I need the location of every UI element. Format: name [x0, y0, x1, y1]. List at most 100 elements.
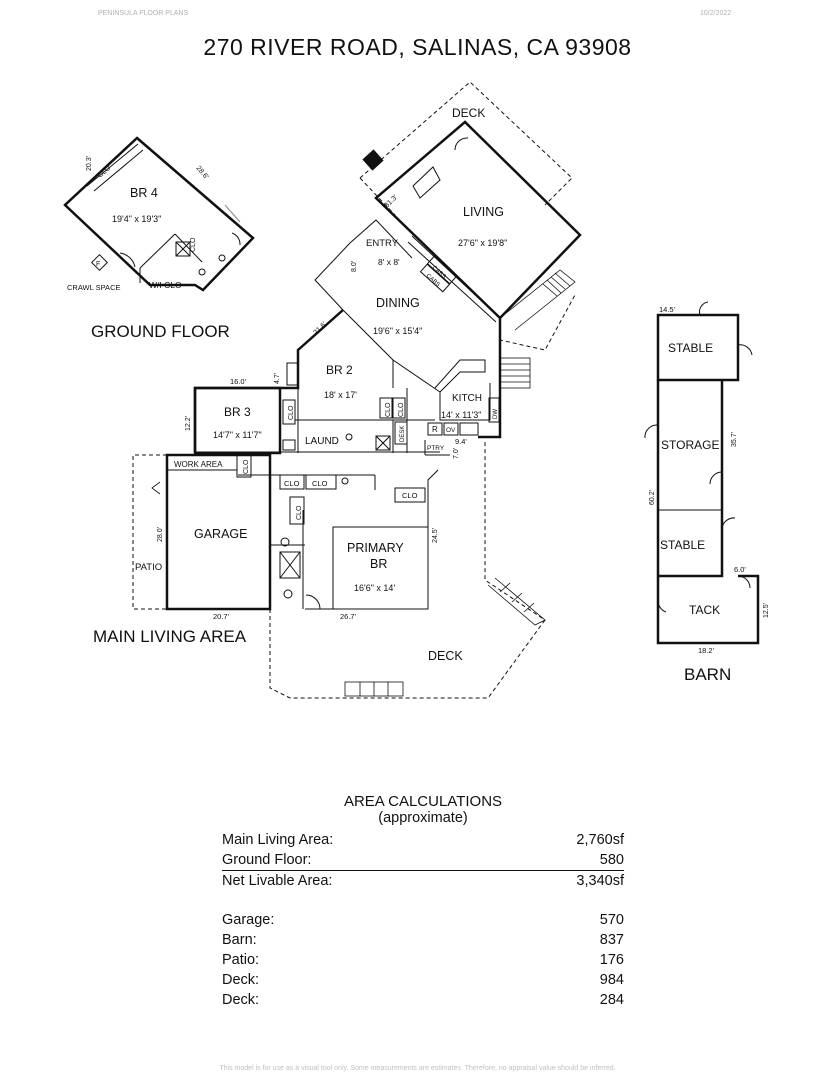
area-row-garage: Garage: 570: [222, 910, 624, 930]
floor-plan-drawing: BR 4 19'4" x 19'3" CLO CLO W/I CLO CRAWL…: [63, 81, 770, 699]
kitchen-dims: 14' x 11'3": [441, 410, 482, 420]
work-area-label: WORK AREA: [174, 460, 223, 469]
br3-dims: 14'7" x 11'7": [213, 430, 262, 440]
dining-label: DINING: [376, 296, 420, 310]
hall-clo3-label: CLO: [402, 491, 418, 500]
stable2-label: STABLE: [660, 538, 705, 552]
living-dims: 27'6" x 19'8": [458, 238, 507, 248]
wi-clo-label: W/I CLO: [149, 280, 182, 290]
dim-16-0: 16.0': [230, 377, 247, 386]
dim-60-2: 60.2': [649, 490, 656, 505]
dim-12-2: 12.2': [185, 416, 192, 431]
dim-14-5: 14.5': [659, 305, 676, 314]
area-row-patio: Patio: 176: [222, 950, 624, 970]
primary-dims: 16'6" x 14': [354, 583, 395, 593]
br2-label: BR 2: [326, 363, 353, 377]
crawl-space-label: CRAWL SPACE: [67, 283, 120, 292]
dim-18-2: 18.2': [698, 646, 715, 655]
area-value: 570: [599, 912, 624, 928]
dim-7-0: 7.0': [453, 448, 460, 459]
area-row-barn: Barn: 837: [222, 930, 624, 950]
range-label: R: [432, 425, 438, 434]
area-label: Net Livable Area:: [222, 873, 333, 889]
laundry-label: LAUND: [305, 436, 339, 447]
upper-deck-label: DECK: [452, 106, 485, 120]
area-label: Barn:: [222, 932, 257, 948]
stable1-label: STABLE: [668, 341, 713, 355]
patio-label: PATIO: [135, 562, 162, 573]
hall-clo1-label: CLO: [284, 479, 300, 488]
dim-6-0: 6.0': [734, 565, 746, 574]
primary-label: PRIMARY: [347, 541, 404, 555]
plan-date: 10/2/2022: [700, 10, 732, 17]
br4-clo2-label: CLO: [190, 237, 197, 252]
barn-label: BARN: [684, 665, 731, 684]
area-label: Patio:: [222, 952, 260, 968]
ground-floor-label: GROUND FLOOR: [91, 322, 230, 341]
pantry-label: PTRY: [427, 445, 445, 452]
property-address-title: 270 RIVER ROAD, SALINAS, CA 93908: [203, 34, 632, 60]
area-value: 984: [599, 972, 624, 988]
area-label: Deck:: [222, 972, 260, 988]
primary-br-label: BR: [370, 557, 387, 571]
area-calculations-title: AREA CALCULATIONS: [343, 793, 503, 810]
dim-4-7: 4.7': [274, 373, 281, 384]
ground-floor-outline: [63, 136, 255, 292]
dim-28-6: 28.6': [194, 165, 209, 181]
area-calculations-subtitle: (approximate): [378, 810, 468, 826]
oven-label: OV: [446, 427, 456, 434]
lower-deck-label: DECK: [428, 649, 463, 663]
dim-8-0: 8.0': [351, 261, 358, 272]
dim-12-5: 12.5': [763, 603, 770, 618]
area-label: Deck:: [222, 992, 260, 1008]
disclaimer-text: This model is for use as a visual tool o…: [219, 1065, 616, 1072]
desk-label: DESK: [400, 426, 406, 442]
area-label: Garage:: [222, 912, 275, 928]
area-row-net-livable: Net Livable Area: 3,340sf: [222, 871, 624, 891]
dim-28-0: 28.0': [157, 527, 164, 542]
hall-clo-v-label: CLO: [296, 505, 303, 520]
work-area-clo-label: CLO: [243, 459, 250, 474]
area-value: 580: [599, 852, 624, 868]
area-row-main-living: Main Living Area: 2,760sf: [222, 830, 624, 850]
area-value: 284: [599, 992, 624, 1008]
br2-clo-a-label: CLO: [385, 402, 392, 417]
br2-dims: 18' x 17': [324, 390, 357, 400]
dim-20-3: 20.3': [86, 156, 93, 171]
storage-label: STORAGE: [661, 438, 719, 452]
f-symbol: F: [96, 261, 100, 268]
br4-label: BR 4: [130, 186, 158, 200]
br4-dims: 19'4" x 19'3": [112, 214, 161, 224]
br3-clo-label: CLO: [288, 405, 295, 420]
kitchen-label: KITCH: [452, 393, 482, 404]
area-value: 176: [599, 952, 624, 968]
br3-label: BR 3: [224, 405, 251, 419]
main-area-outline: [132, 81, 582, 699]
entry-dims: 8' x 8': [378, 257, 400, 267]
dim-20-7: 20.7': [213, 612, 230, 621]
hall-clo2-label: CLO: [312, 479, 328, 488]
dim-9-4: 9.4': [455, 437, 467, 446]
area-value: 837: [599, 932, 624, 948]
main-living-area-label: MAIN LIVING AREA: [93, 627, 247, 646]
area-row-deck-1: Deck: 984: [222, 970, 624, 990]
dim-35-7: 35.7': [731, 432, 738, 447]
area-label: Main Living Area:: [222, 832, 334, 848]
dim-31-3: 31.3': [384, 194, 400, 209]
dim-21-6: 21.6': [313, 321, 329, 336]
living-label: LIVING: [463, 205, 504, 219]
area-row-deck-2: Deck: 284: [222, 990, 624, 1010]
dishwasher-label: DW: [493, 409, 499, 419]
tack-label: TACK: [689, 603, 720, 617]
entry-label: ENTRY: [366, 238, 399, 249]
garage-label: GARAGE: [194, 527, 248, 541]
area-calculations-table: AREA CALCULATIONS (approximate) Main Liv…: [222, 793, 624, 1010]
area-value: 3,340sf: [576, 873, 624, 889]
dim-26-7: 26.7': [340, 612, 357, 621]
dim-24-5: 24.5': [432, 528, 439, 543]
br2-clo-b-label: CLO: [398, 402, 405, 417]
barn-outline: [644, 301, 760, 645]
area-label: Ground Floor:: [222, 852, 312, 868]
dining-dims: 19'6" x 15'4": [373, 326, 422, 336]
area-value: 2,760sf: [576, 832, 624, 848]
